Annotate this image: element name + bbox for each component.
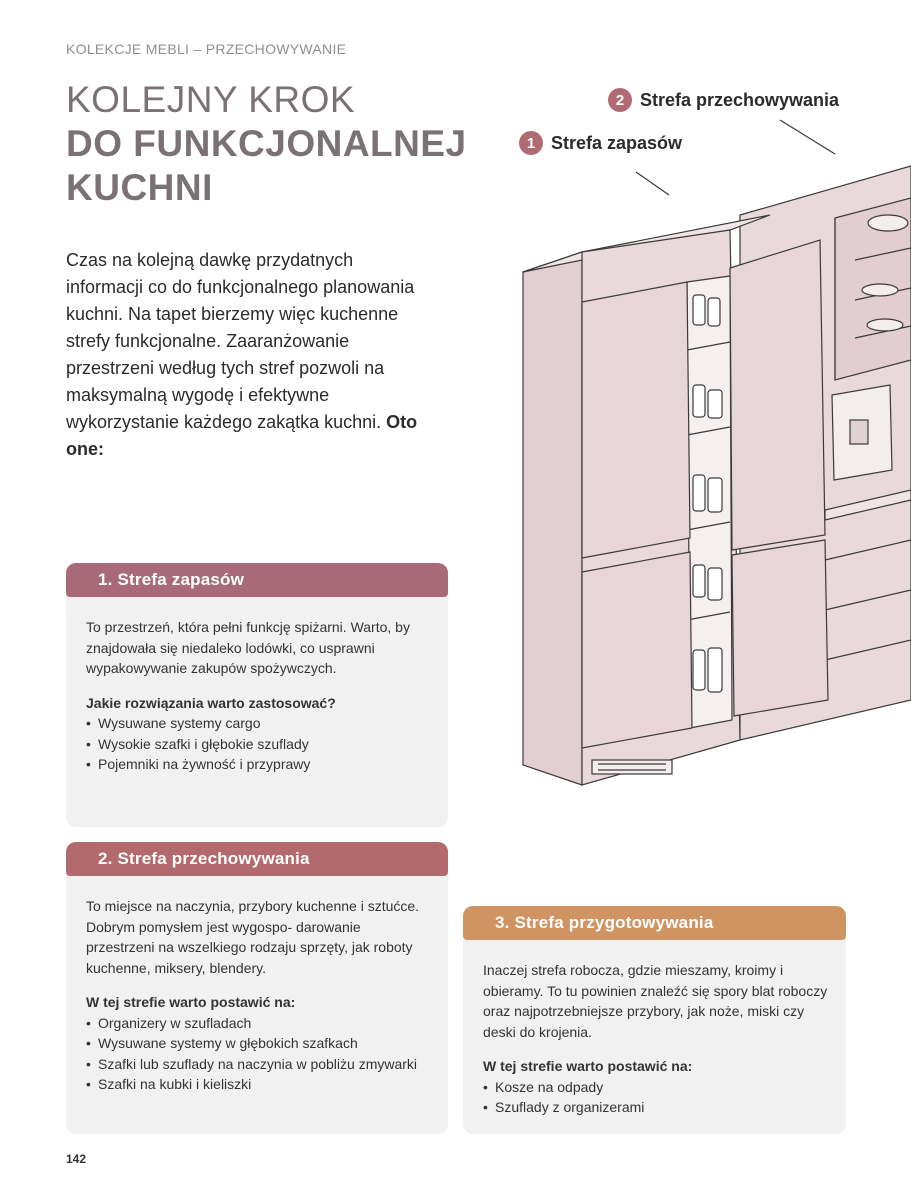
card-header: 1. Strefa zapasów [66,563,448,597]
intro-text: Czas na kolejną dawkę przydatnych inform… [66,250,415,432]
leader-line-2 [779,119,836,155]
card-body: To miejsce na naczynia, przybory kuchenn… [86,896,432,1095]
zone-label-1: 1 Strefa zapasów [519,131,682,155]
list-item: Wysuwane systemy w głębokich szafkach [86,1033,432,1054]
zone-label-2: 2 Strefa przechowywania [608,88,839,112]
card-question: W tej strefie warto postawić na: [483,1058,693,1074]
zone-number-badge: 1 [519,131,543,155]
list-item: Wysokie szafki i głębokie szuflady [86,734,432,755]
card-question: Jakie rozwiązania warto zastosować? [86,694,336,711]
page-number: 142 [66,1152,87,1166]
card-list: Wysuwane systemy cargo Wysokie szafki i … [86,713,432,775]
card-description: Inaczej strefa robocza, gdzie mieszamy, … [483,962,828,1040]
card-body: To przestrzeń, która pełni funkcję spiża… [86,617,432,775]
title-line-3: KUCHNI [66,167,213,208]
card-list: Kosze na odpady Szuflady z organizerami [483,1077,830,1118]
zone-label-text: Strefa przechowywania [640,89,840,110]
card-description: To miejsce na naczynia, przybory kuchenn… [86,898,420,976]
list-item: Kosze na odpady [483,1077,830,1098]
list-item: Szafki na kubki i kieliszki [86,1074,432,1095]
page-title: KOLEJNY KROK DO FUNKCJONALNEJ KUCHNI [66,78,506,210]
title-line-1: KOLEJNY KROK [66,79,356,120]
intro-paragraph: Czas na kolejną dawkę przydatnych inform… [66,247,426,463]
card-list: Organizery w szufladach Wysuwane systemy… [86,1013,432,1095]
kitchen-cabinet-illustration [522,119,911,786]
intro-bold: Oto one: [66,412,418,459]
list-item: Pojemniki na żywność i przyprawy [86,754,432,775]
zone-card-2: 2. Strefa przechowywania To miejsce na n… [66,842,448,1134]
leader-line-1 [635,171,670,196]
list-item: Organizery w szufladach [86,1013,432,1034]
card-description: To przestrzeń, która pełni funkcję spiża… [86,619,410,676]
list-item: Szafki lub szuflady na naczynia w pobliż… [86,1054,432,1075]
card-body: Inaczej strefa robocza, gdzie mieszamy, … [483,960,830,1118]
zone-number-badge: 2 [608,88,632,112]
zone-label-text: Strefa zapasów [551,132,683,153]
list-item: Wysuwane systemy cargo [86,713,432,734]
breadcrumb: KOLEKCJE MEBLI – PRZECHOWYWANIE [66,41,347,57]
zone-card-1: 1. Strefa zapasów To przestrzeń, która p… [66,563,448,827]
list-item: Szuflady z organizerami [483,1097,830,1118]
card-header: 3. Strefa przygotowywania [463,906,846,940]
zone-card-3: 3. Strefa przygotowywania Inaczej strefa… [463,906,846,1134]
card-header: 2. Strefa przechowywania [66,842,448,876]
title-line-2: DO FUNKCJONALNEJ [66,123,467,164]
card-question: W tej strefie warto postawić na: [86,994,296,1010]
